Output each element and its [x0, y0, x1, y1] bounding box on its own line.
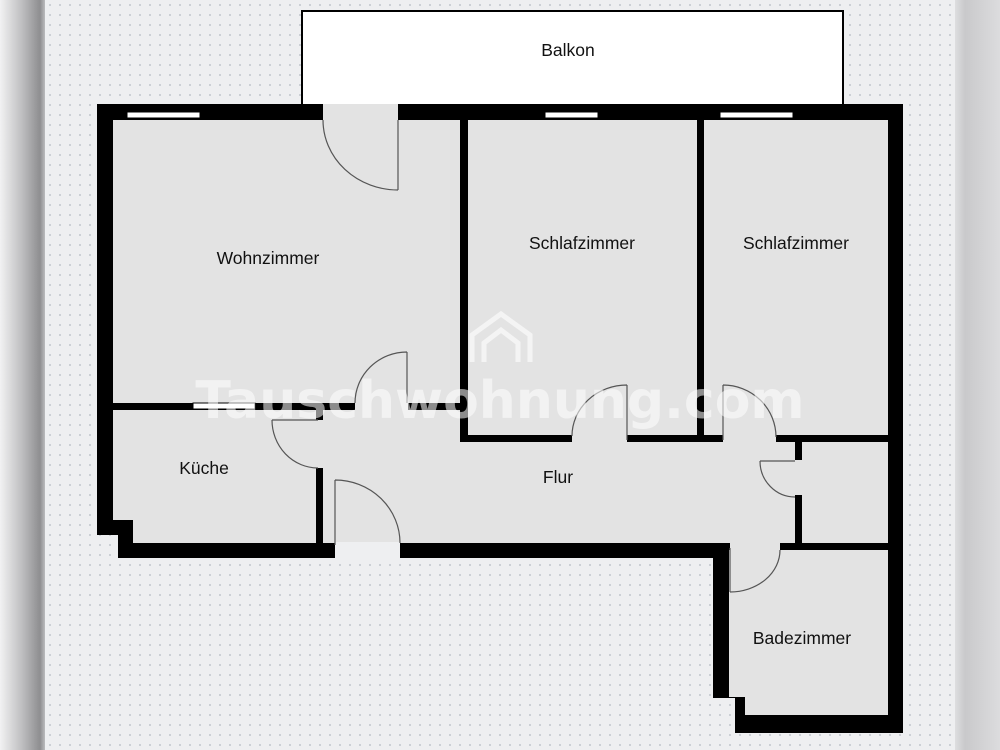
room-living — [113, 120, 460, 403]
window-kitchen — [192, 402, 256, 410]
door-bathroom[interactable] — [729, 548, 781, 593]
room-kitchen — [113, 410, 316, 543]
door-kitchen[interactable] — [271, 419, 319, 469]
bedroom2-door-opening — [723, 434, 776, 443]
room-bedroom-1 — [468, 120, 697, 435]
label-bathroom: Badezimmer — [753, 628, 851, 648]
door-bedroom-2[interactable] — [722, 384, 777, 440]
window-bedroom-1 — [544, 111, 599, 119]
room-storage — [802, 442, 888, 543]
bedroom1-door-opening — [572, 434, 627, 443]
watermark-text: Tauschwohnung.com — [195, 371, 804, 431]
label-bedroom-1: Schlafzimmer — [529, 233, 635, 253]
page-shadow-right — [950, 0, 1000, 750]
door-bedroom-1[interactable] — [571, 384, 628, 440]
balcony-door-opening — [323, 104, 398, 121]
label-balcony: Balkon — [541, 40, 595, 60]
window-living — [126, 111, 201, 119]
label-living: Wohnzimmer — [217, 248, 320, 268]
label-bedroom-2: Schlafzimmer — [743, 233, 849, 253]
room-bathroom — [729, 550, 888, 715]
label-kitchen: Küche — [179, 458, 229, 478]
balcony — [301, 10, 844, 113]
door-storage[interactable] — [759, 460, 796, 498]
door-entrance[interactable] — [334, 479, 401, 545]
room-hallway — [323, 410, 795, 543]
door-living[interactable] — [354, 351, 408, 404]
storage-door-opening — [794, 460, 803, 495]
living-door-opening — [355, 402, 408, 411]
watermark: Tauschwohnung.com — [195, 310, 805, 431]
label-hallway: Flur — [543, 467, 573, 487]
watermark-house-icon — [469, 310, 533, 362]
bathroom-door-opening — [730, 542, 780, 551]
room-bedroom-2 — [704, 120, 888, 435]
door-balcony[interactable] — [322, 119, 399, 191]
page-shadow-left — [0, 0, 50, 750]
window-bedroom-2 — [719, 111, 794, 119]
kitchen-door-opening — [315, 420, 324, 468]
entrance-door-opening — [335, 542, 400, 559]
